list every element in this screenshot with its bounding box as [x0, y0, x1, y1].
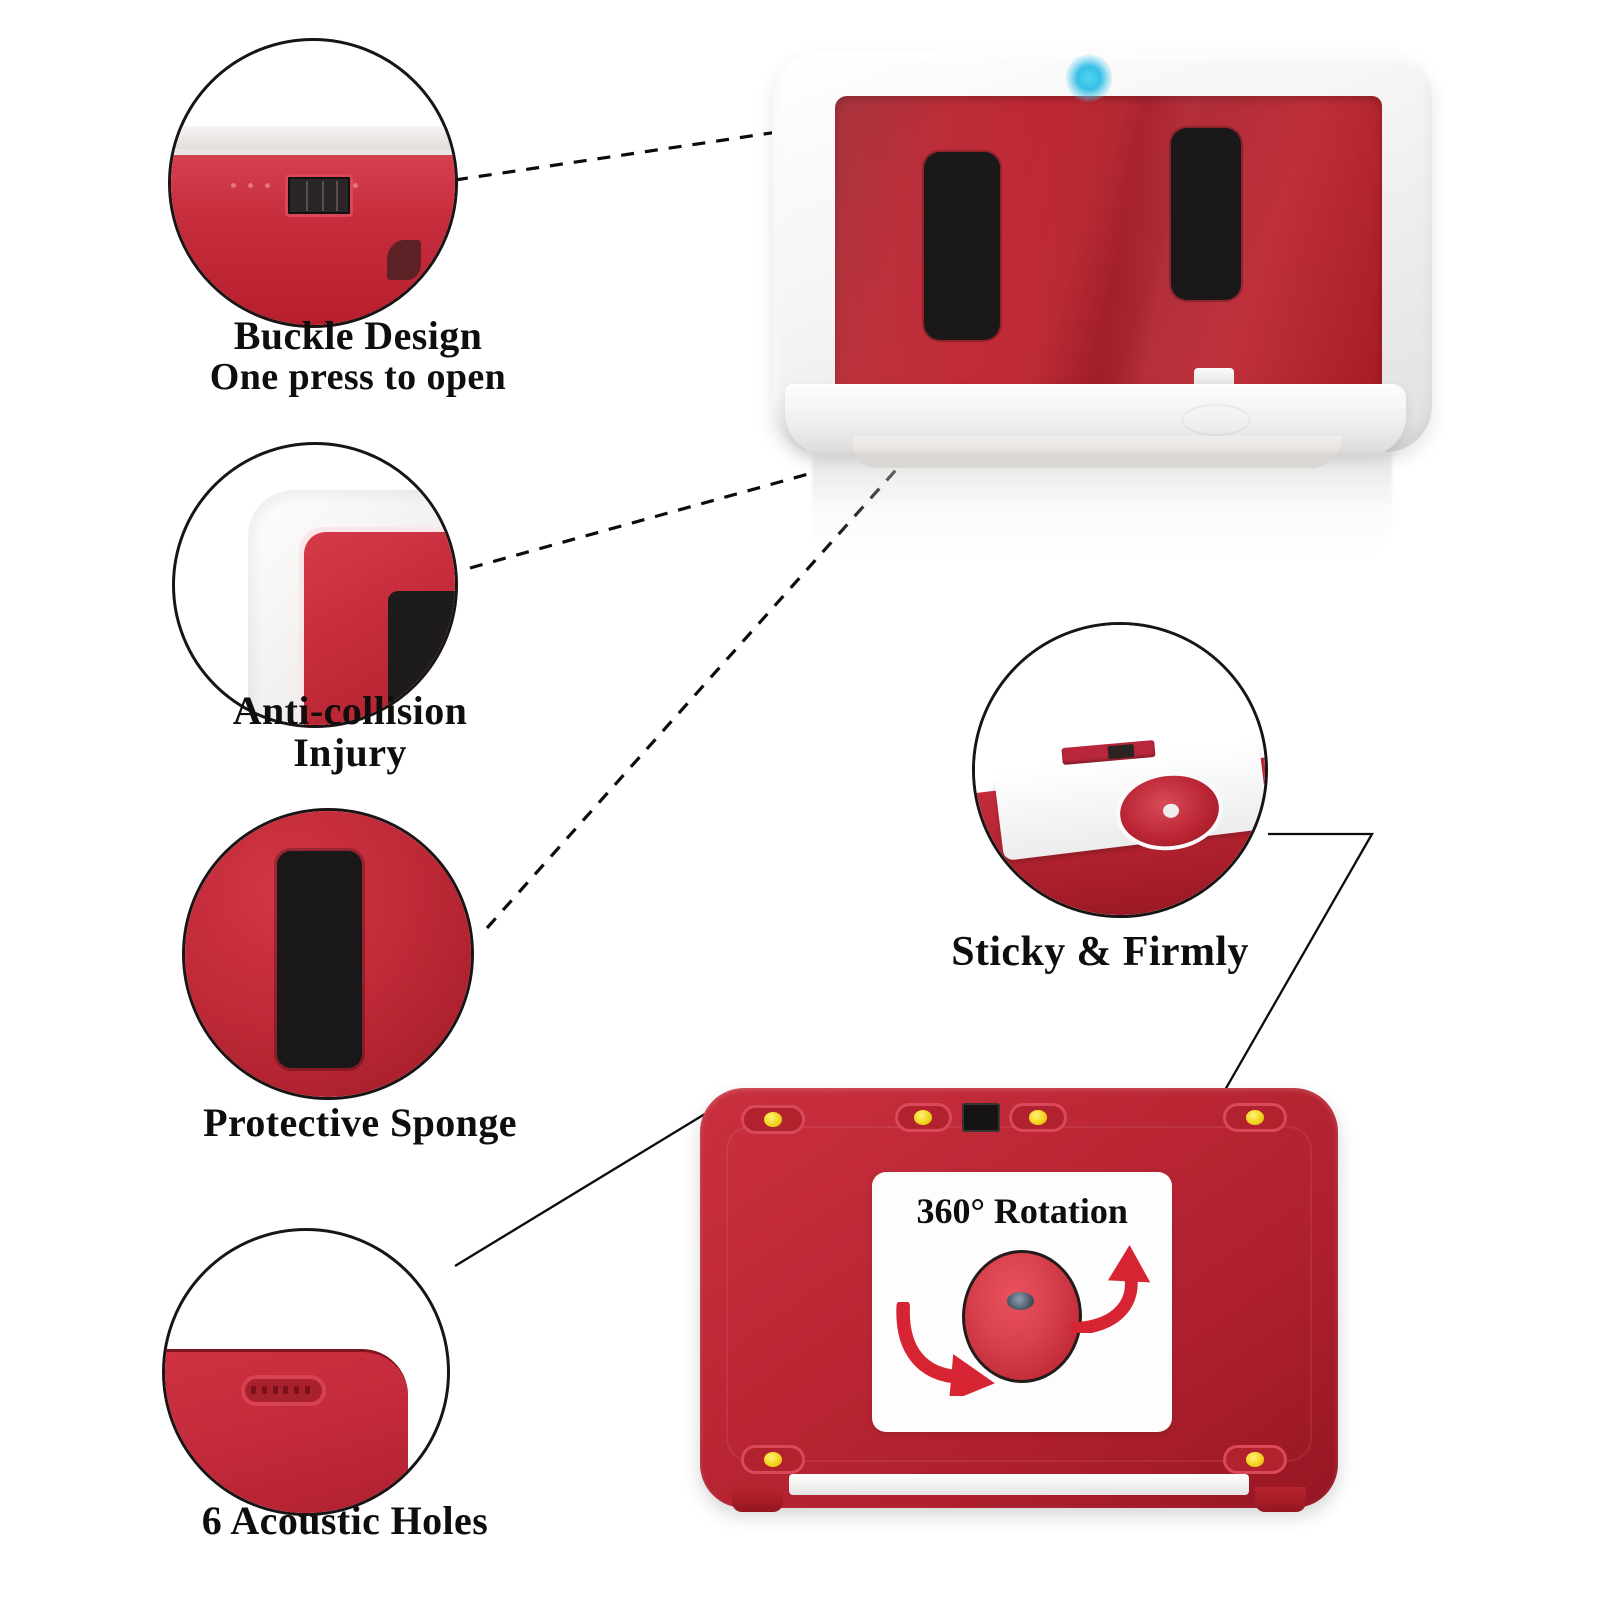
acoustic-hole-2 [261, 1386, 267, 1394]
screw-dot [1029, 1110, 1048, 1125]
callout-bubble-acoustic [162, 1228, 450, 1516]
product-tab-right [1194, 368, 1234, 386]
screw-hole-top-right [1223, 1102, 1287, 1133]
product-emboss-mark [1181, 404, 1252, 436]
buckle-dot-2 [247, 183, 253, 188]
callout-label-buckle-line1: Buckle Design [233, 313, 483, 358]
callout-label-sticky-line1: Sticky & Firmly [951, 929, 1249, 975]
screw-dot [764, 1452, 783, 1467]
acoustic-hole-6 [304, 1386, 310, 1394]
callout-label-anticollision-line1: Anti-collision [232, 688, 468, 733]
indicator-light-icon [1065, 54, 1112, 102]
rotation-label-card: 360° Rotation [872, 1172, 1173, 1433]
screw-dot [1246, 1452, 1265, 1467]
callout-label-anticollision: Anti-collision Injury [150, 688, 550, 776]
callout-bubble-buckle [168, 38, 458, 328]
acoustic-hole-3 [272, 1386, 278, 1394]
buckle-latch-icon [284, 174, 354, 218]
callout-label-acoustic: 6 Acoustic Holes [110, 1498, 580, 1543]
callout-label-sponge-line1: Protective Sponge [203, 1100, 517, 1145]
callout-bubble-sponge [182, 808, 474, 1100]
product-sponge-pad-right [1171, 128, 1241, 300]
screw-hole-bottom-right [1223, 1445, 1287, 1475]
product-back-view: 360° Rotation [700, 1088, 1338, 1513]
sticky-disc-center [1162, 802, 1180, 819]
sponge-foam-pad [276, 851, 363, 1069]
callout-bubble-sticky [972, 622, 1268, 918]
callout-label-buckle: Buckle Design One press to open [148, 313, 568, 399]
product-panel-sheen [834, 96, 1383, 392]
product-back-bottom-slot [789, 1474, 1249, 1496]
product-back-leg-left [731, 1487, 783, 1513]
rotation-disc-pivot [1007, 1291, 1035, 1310]
product-back-leg-right [1255, 1487, 1307, 1513]
acoustic-hole-1 [251, 1386, 257, 1394]
screw-hole-top-center-left [894, 1102, 952, 1133]
screw-dot [1246, 1110, 1265, 1125]
rotation-arrow-clockwise-icon [1070, 1244, 1151, 1334]
acoustic-hole-4 [283, 1386, 289, 1394]
callout-label-sponge: Protective Sponge [120, 1100, 600, 1145]
screw-hole-top-center-right [1009, 1102, 1067, 1133]
acoustic-hole-recess [241, 1374, 326, 1406]
buckle-dot-4 [352, 183, 358, 188]
screw-dot [764, 1112, 783, 1127]
callout-label-buckle-line2: One press to open [209, 356, 507, 399]
anticollision-sponge [387, 590, 455, 714]
buckle-side-notch [386, 239, 421, 280]
product-reflection [811, 452, 1393, 556]
screw-hole-top-left [741, 1104, 806, 1135]
charging-port-icon [961, 1102, 1000, 1133]
buckle-dot-1 [230, 183, 236, 188]
buckle-dot-3 [264, 183, 270, 188]
callout-label-acoustic-line1: 6 Acoustic Holes [201, 1498, 489, 1543]
product-main-front-view [772, 52, 1432, 556]
rotation-label-text: 360° Rotation [916, 1191, 1128, 1232]
callout-label-sticky: Sticky & Firmly [890, 930, 1310, 975]
connector-anticollision [469, 471, 813, 570]
acoustic-hole-5 [294, 1386, 300, 1394]
screw-hole-bottom-left [741, 1445, 806, 1475]
screw-dot [914, 1110, 933, 1125]
rotation-disc [962, 1250, 1083, 1383]
product-sponge-pad-left [923, 152, 1000, 340]
callout-bubble-anticollision [172, 442, 458, 728]
rotation-arrow-counterclockwise-icon [896, 1302, 996, 1396]
callout-label-anticollision-line2: Injury [293, 730, 407, 776]
